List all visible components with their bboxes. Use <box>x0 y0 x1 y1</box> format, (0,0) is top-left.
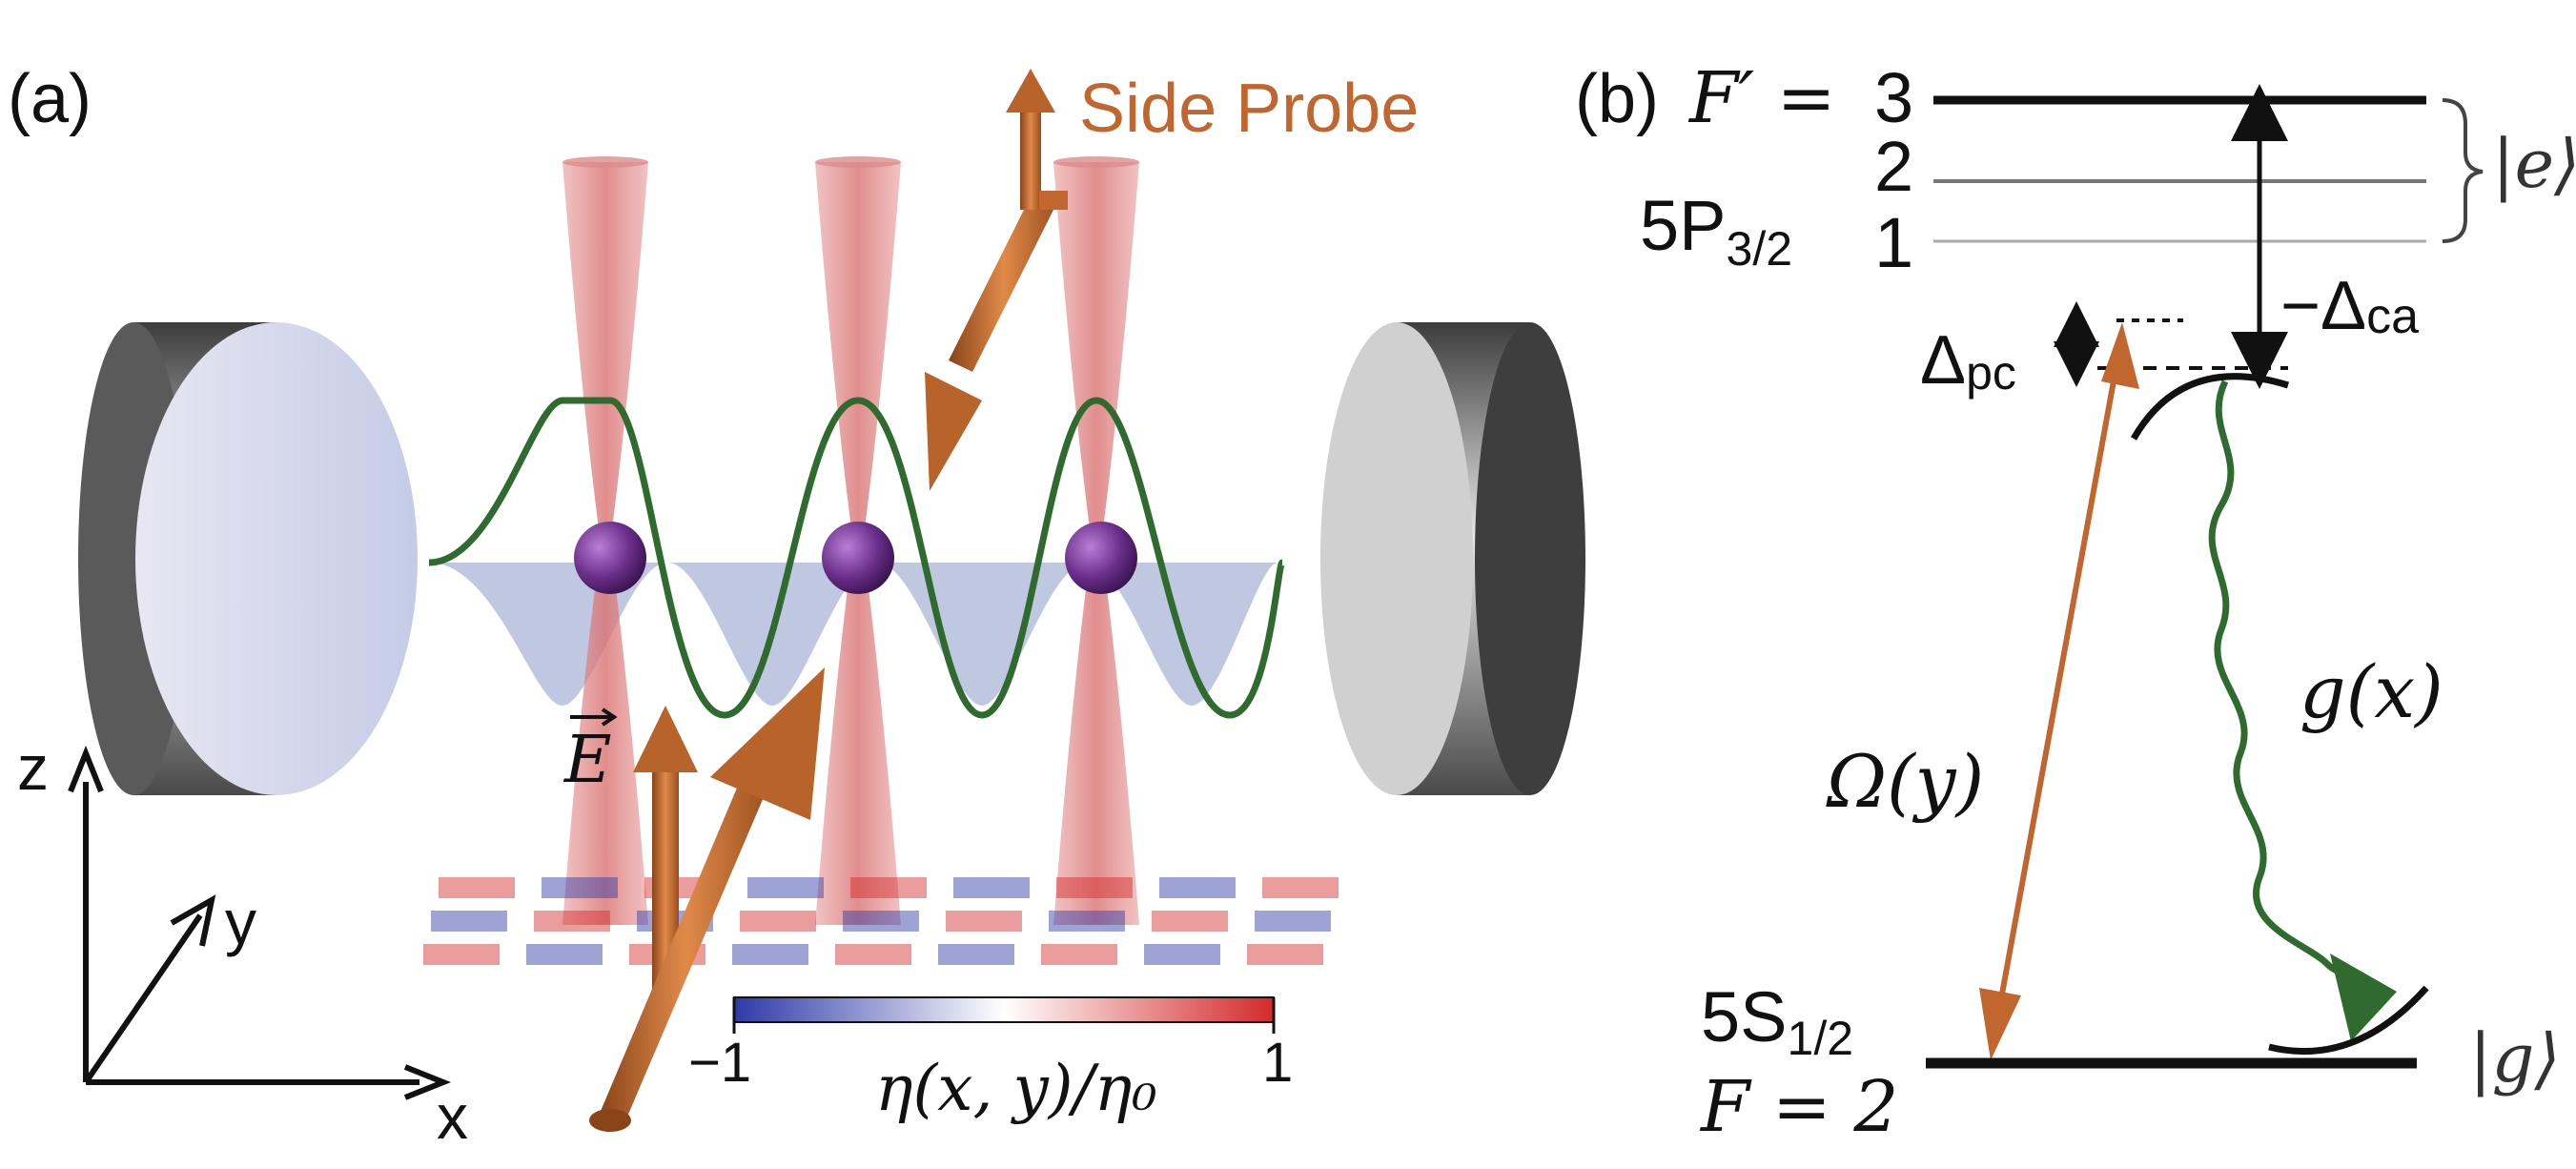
colorbar-label: η(x, y)/η₀ <box>875 1052 1157 1125</box>
omega-arrow-head-bottom <box>1979 988 2021 1060</box>
standing-wave <box>428 397 1286 719</box>
e-field-label: E <box>562 723 612 798</box>
pattern-cell <box>534 911 610 932</box>
pattern-cell <box>1255 911 1331 932</box>
side-probe-label: Side Probe <box>1079 71 1419 147</box>
side-probe-arrow <box>925 69 1068 491</box>
omega-arrow-head-top <box>2101 322 2139 389</box>
atom <box>574 522 646 594</box>
g-coupling-wave <box>2208 379 2371 985</box>
pattern-cell <box>1049 911 1125 932</box>
omega-arrow-line <box>1994 354 2121 1021</box>
excited-arc <box>2130 373 2290 441</box>
pattern-cell <box>1152 911 1228 932</box>
pattern-cell <box>1041 944 1117 965</box>
panel-b: (b) F′ = 3 2 1 5P3/2 |e⟩ −Δca Δpc <box>1575 57 2576 1148</box>
pattern-cell <box>843 911 919 932</box>
pattern-cell <box>953 877 1030 898</box>
ground-arc <box>2268 985 2429 1056</box>
colorbar-max: 1 <box>1262 1032 1293 1094</box>
level-f2: 2 <box>1874 127 1913 206</box>
pattern-cell <box>946 911 1022 932</box>
axis-x-label: x <box>437 1081 468 1152</box>
pattern-cell <box>1056 877 1133 898</box>
ground-f-label: F = 2 <box>1699 1066 1898 1148</box>
pattern-cell <box>938 944 1014 965</box>
omega-label: Ω(y) <box>1826 739 1984 824</box>
pattern-cell <box>1262 877 1339 898</box>
ground-ket: |g⟩ <box>2469 1019 2561 1097</box>
atom <box>1065 522 1137 594</box>
detuning-pc-label: Δpc <box>1920 322 2016 400</box>
axis-z-label: z <box>17 732 49 803</box>
panel-a-label: (a) <box>8 61 92 137</box>
excited-manifold: 5P3/2 <box>1640 186 1792 276</box>
fprime-label: F′ = <box>1687 57 1836 139</box>
pattern-cell <box>732 944 808 965</box>
probe-arrow-bottom <box>589 667 825 1132</box>
left-mirror <box>78 322 418 795</box>
pattern-cell <box>526 944 603 965</box>
pattern-cell <box>747 877 824 898</box>
excited-ket: |e⟩ <box>2492 125 2576 203</box>
pattern-cell <box>439 877 515 898</box>
axis-y-label: y <box>225 887 256 957</box>
excited-brace <box>2442 98 2484 243</box>
level-f3: 3 <box>1874 58 1913 137</box>
pattern-cell <box>740 911 816 932</box>
axes-triad: z y x <box>17 732 468 1152</box>
panel-b-label: (b) <box>1575 61 1659 137</box>
atoms <box>574 522 1137 594</box>
level-f1: 1 <box>1874 203 1913 282</box>
panel-a: (a) <box>8 61 1585 1152</box>
g-coupling-head <box>2330 954 2397 1041</box>
right-mirror <box>1320 322 1585 795</box>
pattern-cell <box>835 944 911 965</box>
pattern-cell <box>423 944 500 965</box>
coupling-pattern <box>423 877 1339 965</box>
pattern-cell <box>542 877 618 898</box>
detuning-ca-label: −Δca <box>2280 268 2419 344</box>
pattern-cell <box>1159 877 1236 898</box>
colorbar-min: −1 <box>688 1032 751 1094</box>
pattern-cell <box>1144 944 1220 965</box>
g-label: g(x) <box>2300 649 2443 734</box>
pattern-cell <box>850 877 927 898</box>
pattern-cell <box>1247 944 1323 965</box>
atom <box>822 522 894 594</box>
ground-manifold: 5S1/2 <box>1701 977 1853 1065</box>
pattern-cell <box>431 911 507 932</box>
colorbar: −1 1 η(x, y)/η₀ <box>688 996 1293 1125</box>
